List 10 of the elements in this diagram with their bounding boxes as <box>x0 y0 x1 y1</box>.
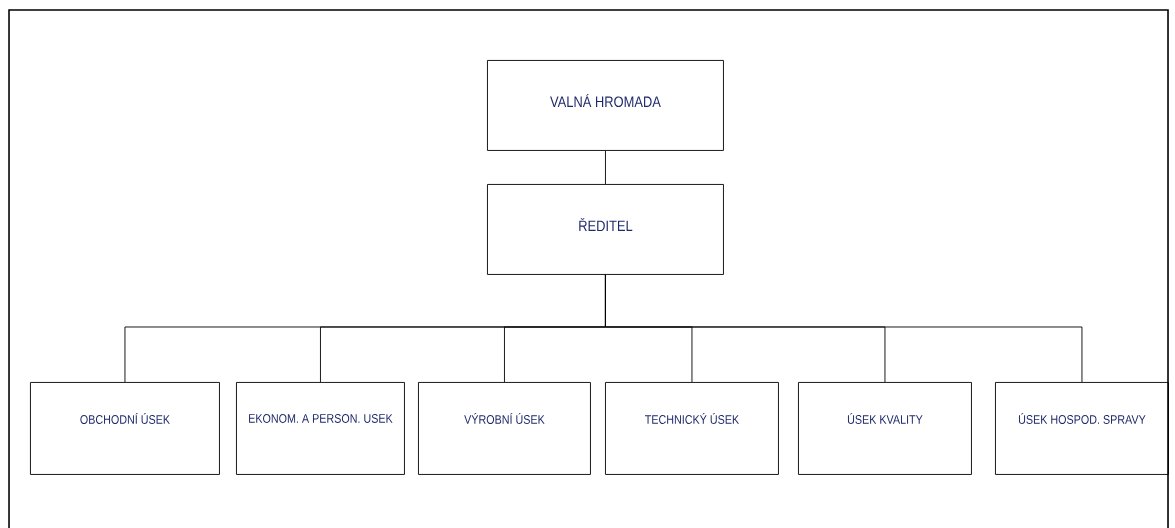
org-box: VALNÁ HROMADA <box>487 60 724 151</box>
org-box: EKONOM. A PERSON. USEK <box>236 382 405 475</box>
connector-line <box>605 274 1083 383</box>
org-box: OBCHODNÍ ÚSEK <box>30 382 220 475</box>
connector-line <box>605 150 606 185</box>
org-box: ÚSEK HOSPOD. SPRAVY <box>995 382 1169 475</box>
org-box: TECHNICKÝ ÚSEK <box>605 382 779 475</box>
org-box: ÚSEK KVALITY <box>798 382 972 475</box>
org-box: ŘEDITEL <box>487 184 724 275</box>
org-box: VÝROBNÍ ÚSEK <box>418 382 591 475</box>
